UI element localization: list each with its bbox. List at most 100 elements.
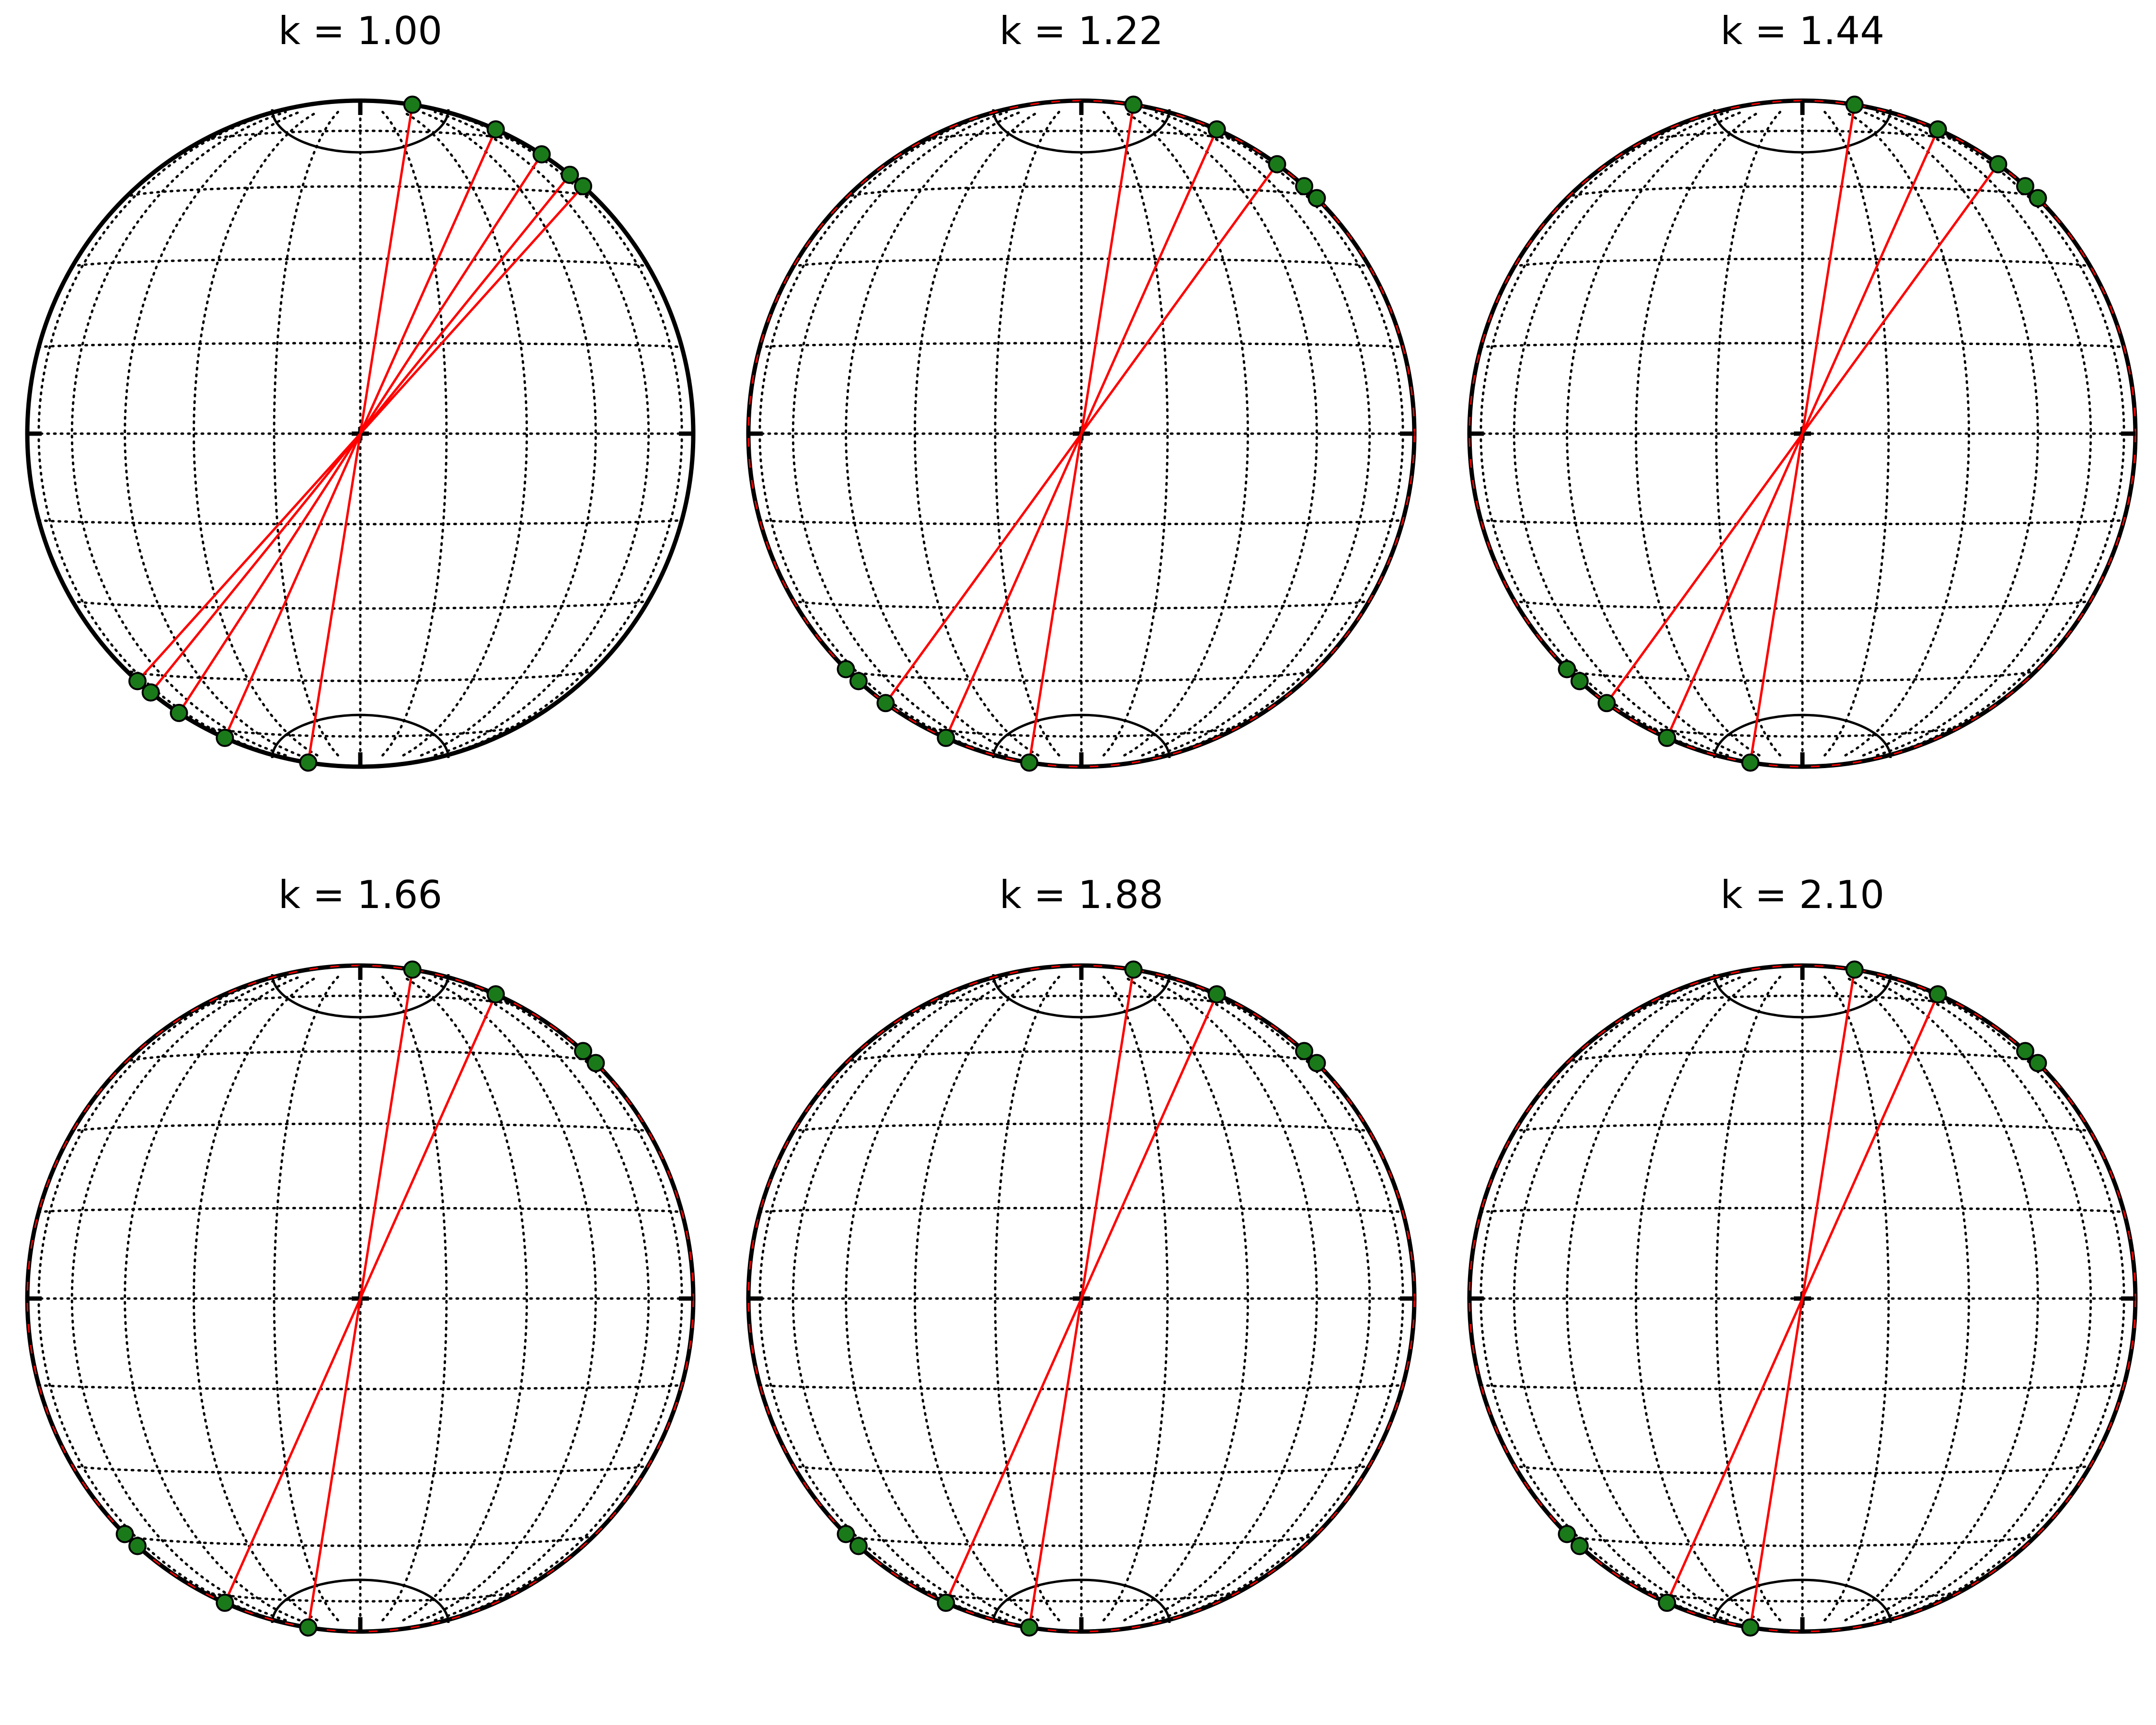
projection-disk-6 [1467, 960, 2138, 1637]
meridian-line [1513, 111, 1729, 757]
meridian-line [845, 976, 1022, 1622]
parallel-line [791, 1464, 1371, 1475]
parallel-line [791, 257, 1371, 268]
parallel-line [1635, 721, 1970, 738]
ray-line [884, 163, 1278, 704]
meridian-line [1123, 976, 1250, 1622]
intersection-marker [1558, 1525, 1576, 1543]
parallel-line [845, 185, 1318, 200]
meridian-line [381, 976, 448, 1622]
parallel-line [845, 1532, 1318, 1547]
intersection-marker [574, 177, 593, 196]
parallel-line [70, 599, 650, 610]
ray-line [137, 185, 584, 682]
parallel-line [1479, 518, 2125, 526]
intersection-marker [2029, 1054, 2047, 1072]
intersection-marker [1268, 155, 1286, 173]
intersection-marker [1989, 155, 2007, 173]
parallel-line [37, 518, 683, 526]
intersection-marker [532, 145, 551, 164]
intersection-marker [1020, 1618, 1039, 1637]
intersection-marker [849, 1537, 868, 1555]
south-polar-cap [271, 713, 450, 759]
intersection-marker [403, 960, 422, 979]
meridian-line [70, 976, 287, 1622]
meridian-line [913, 111, 1040, 757]
ray-line [1666, 994, 1939, 1603]
intersection-marker [1295, 177, 1314, 196]
intersection-marker [1741, 1618, 1760, 1637]
panel-6: k = 2.10 [1467, 873, 2138, 1637]
intersection-marker [1741, 753, 1760, 772]
intersection-marker [1928, 985, 1947, 1004]
intersection-marker [128, 672, 147, 690]
meridian-line [192, 976, 319, 1622]
meridian-line [1862, 976, 2039, 1622]
parallel-line [1479, 1207, 2125, 1214]
parallel-line [791, 599, 1371, 610]
meridian-line [124, 111, 301, 757]
meridian-line [192, 111, 319, 757]
intersection-marker [486, 120, 505, 139]
meridian-line [402, 976, 528, 1622]
intersection-marker [115, 1525, 134, 1543]
panel-1: k = 1.00 [25, 9, 696, 772]
intersection-marker [876, 694, 895, 713]
intersection-marker [837, 1525, 855, 1543]
projection-disk-1 [25, 95, 696, 772]
intersection-marker [1307, 1054, 1326, 1072]
north-polar-cap [992, 974, 1171, 1019]
intersection-marker [299, 753, 318, 772]
meridian-line [845, 111, 1022, 757]
intersection-marker [1658, 1593, 1676, 1612]
intersection-marker [937, 1593, 955, 1612]
meridian-line [1823, 111, 1890, 757]
meridian-line [273, 111, 339, 757]
panel-title-4: k = 1.66 [278, 873, 442, 917]
meridian-line [124, 976, 301, 1622]
meridian-line [1715, 111, 1781, 757]
parallel-line [124, 667, 597, 682]
intersection-marker [1295, 1042, 1314, 1060]
ray-line [224, 994, 497, 1603]
meridian-line [1102, 976, 1169, 1622]
meridian-line [1141, 976, 1318, 1622]
meridian-line [1102, 111, 1169, 757]
meridian-line [1634, 976, 1761, 1622]
panel-title-5: k = 1.88 [999, 873, 1163, 917]
parallel-line [193, 994, 528, 1012]
meridian-line [1566, 976, 1743, 1622]
projection-disk-2 [746, 95, 1417, 772]
parallel-line [1566, 667, 2039, 682]
parallel-line [914, 721, 1249, 738]
parallel-line [70, 1464, 650, 1475]
parallel-line [70, 1122, 650, 1133]
intersection-marker [586, 1054, 605, 1072]
intersection-marker [561, 165, 579, 184]
intersection-marker [216, 1593, 234, 1612]
parallel-line [1566, 1532, 2039, 1547]
meridian-line [420, 111, 597, 757]
meridian-line [791, 976, 1008, 1622]
intersection-marker [1207, 120, 1226, 139]
intersection-marker [1597, 694, 1616, 713]
parallel-line [1513, 257, 2092, 268]
meridian-line [1844, 111, 1971, 757]
intersection-marker [1570, 672, 1589, 690]
meridian-line [1844, 976, 1971, 1622]
north-polar-cap [992, 109, 1171, 154]
meridian-line [1123, 111, 1250, 757]
intersection-marker [299, 1618, 318, 1637]
north-polar-cap [1713, 109, 1892, 154]
parallel-line [1635, 129, 1970, 147]
intersection-marker [1845, 960, 1864, 979]
intersection-marker [1845, 95, 1864, 114]
parallel-line [193, 1586, 528, 1603]
meridian-line [1634, 111, 1761, 757]
parallel-line [1513, 1122, 2092, 1133]
meridian-line [420, 976, 597, 1622]
projection-disk-5 [746, 960, 1417, 1637]
intersection-marker [1570, 1537, 1589, 1555]
intersection-marker [2016, 1042, 2035, 1060]
